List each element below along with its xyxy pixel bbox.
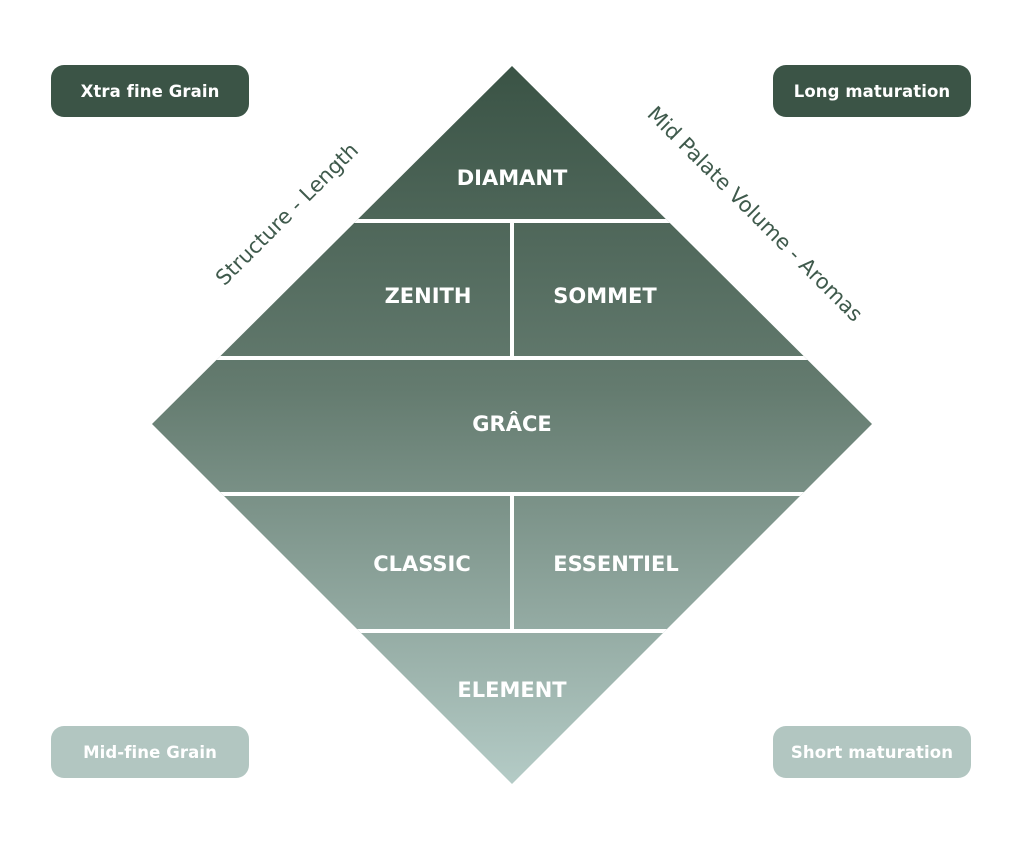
- tier-essentiel: ESSENTIEL: [553, 552, 678, 576]
- tier-sommet: SOMMET: [553, 284, 657, 308]
- tier-classic: CLASSIC: [373, 552, 471, 576]
- tier-element: ELEMENT: [457, 678, 567, 702]
- short-maturation-badge: Short maturation: [773, 726, 971, 778]
- mid-fine-grain-badge: Mid-fine Grain: [51, 726, 249, 778]
- separator-tier4-split: [510, 494, 514, 631]
- tier-diamant: DIAMANT: [457, 166, 568, 190]
- xtra-fine-grain-label: Xtra fine Grain: [80, 81, 220, 101]
- xtra-fine-grain-badge: Xtra fine Grain: [51, 65, 249, 117]
- long-maturation-badge: Long maturation: [773, 65, 971, 117]
- short-maturation-label: Short maturation: [790, 742, 954, 762]
- tier-zenith: ZENITH: [385, 284, 472, 308]
- mid-fine-grain-label: Mid-fine Grain: [83, 742, 217, 762]
- long-maturation-label: Long maturation: [793, 81, 951, 101]
- separator-tier2-split: [510, 221, 514, 358]
- tier-grace: GRÂCE: [472, 411, 551, 436]
